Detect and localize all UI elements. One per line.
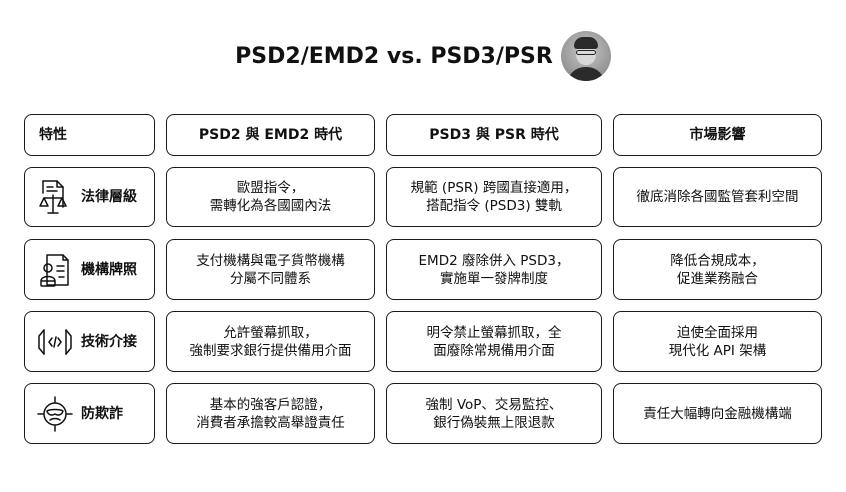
license-certificate-icon (40, 253, 69, 287)
row-anti-fraud-psd3-text: 強制 VoP、交易監控、 銀行偽裝無上限退款 (425, 396, 563, 431)
header-feature-label: 特性 (39, 127, 67, 143)
row-tech-interface-psd2-text: 允許螢幕抓取， 強制要求銀行提供備用介面 (189, 324, 352, 359)
row-anti-fraud-psd3: 強制 VoP、交易監控、 銀行偽裝無上限退款 (386, 383, 602, 444)
header-psd3-label: PSD3 與 PSR 時代 (429, 127, 559, 143)
row-license-impact-text: 降低合規成本， 促進業務融合 (670, 252, 765, 287)
row-law-level-feature: 法律層級 (24, 167, 155, 227)
row-anti-fraud-psd2-text: 基本的強客戶認證， 消費者承擔較高舉證責任 (196, 396, 345, 431)
row-anti-fraud-label: 防欺詐 (81, 405, 123, 422)
row-anti-fraud-impact-text: 責任大幅轉向金融機構端 (643, 405, 792, 422)
row-license-psd2: 支付機構與電子貨幣機構 分屬不同體系 (166, 239, 375, 300)
anti-fraud-mask-icon (37, 395, 73, 432)
law-document-scales-icon (39, 180, 67, 214)
row-tech-interface-feature: 技術介接 (24, 311, 155, 372)
avatar (560, 31, 611, 81)
row-law-level-label: 法律層級 (81, 189, 137, 205)
row-tech-interface-impact: 迫使全面採用 現代化 API 架構 (613, 311, 822, 372)
row-anti-fraud-impact: 責任大幅轉向金融機構端 (613, 383, 822, 444)
row-law-level-psd3: 規範 (PSR) 跨國直接適用， 搭配指令 (PSD3) 雙軌 (386, 167, 602, 227)
header-psd3: PSD3 與 PSR 時代 (386, 114, 602, 156)
row-law-level-impact-text: 徹底消除各國監管套利空間 (636, 189, 799, 205)
row-anti-fraud-psd2: 基本的強客戶認證， 消費者承擔較高舉證責任 (166, 383, 375, 444)
row-tech-interface-psd3-text: 明令禁止螢幕抓取，全 面廢除常規備用介面 (426, 324, 562, 359)
row-license-feature: 機構牌照 (24, 239, 155, 300)
row-law-level-psd3-text: 規範 (PSR) 跨國直接適用， 搭配指令 (PSD3) 雙軌 (410, 180, 578, 214)
row-law-level-impact: 徹底消除各國監管套利空間 (613, 167, 822, 227)
row-license-psd3: EMD2 廢除併入 PSD3， 實施單一發牌制度 (386, 239, 602, 300)
header-psd2-label: PSD2 與 EMD2 時代 (198, 127, 343, 143)
header-impact-label: 市場影響 (689, 127, 746, 143)
row-tech-interface-psd2: 允許螢幕抓取， 強制要求銀行提供備用介面 (166, 311, 375, 372)
row-law-level-psd2-text: 歐盟指令， 需轉化為各國國內法 (209, 180, 332, 214)
row-tech-interface-label: 技術介接 (81, 333, 137, 350)
header-impact: 市場影響 (613, 114, 822, 156)
row-license-psd3-text: EMD2 廢除併入 PSD3， 實施單一發牌制度 (418, 252, 570, 287)
code-interface-icon (38, 328, 72, 355)
row-anti-fraud-feature: 防欺詐 (24, 383, 155, 444)
row-tech-interface-psd3: 明令禁止螢幕抓取，全 面廢除常規備用介面 (386, 311, 602, 372)
row-license-label: 機構牌照 (81, 261, 137, 278)
header-psd2: PSD2 與 EMD2 時代 (166, 114, 375, 156)
row-tech-interface-impact-text: 迫使全面採用 現代化 API 架構 (668, 324, 767, 359)
row-license-impact: 降低合規成本， 促進業務融合 (613, 239, 822, 300)
title-row: PSD2/EMD2 vs. PSD3/PSR (0, 28, 846, 84)
header-feature: 特性 (24, 114, 155, 156)
row-law-level-psd2: 歐盟指令， 需轉化為各國國內法 (166, 167, 375, 227)
row-license-psd2-text: 支付機構與電子貨幣機構 分屬不同體系 (196, 252, 345, 287)
page-title: PSD2/EMD2 vs. PSD3/PSR (235, 43, 553, 69)
